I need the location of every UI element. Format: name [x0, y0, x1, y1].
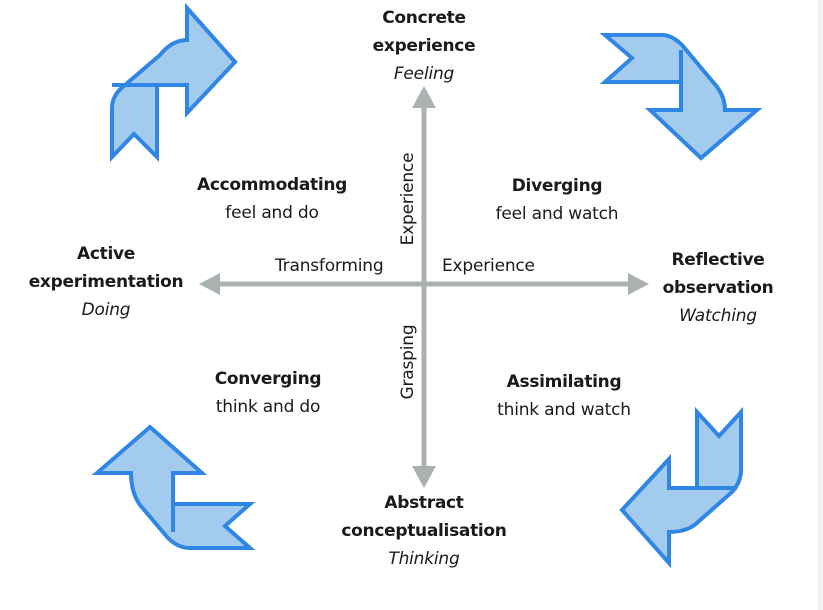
style-name: Converging	[214, 369, 322, 389]
pole-right-title-1: Reflective	[671, 250, 765, 270]
axis-arrowhead-right	[628, 273, 649, 295]
style-desc: feel and do	[225, 203, 319, 223]
style-name: Accommodating	[196, 175, 348, 195]
axis-arrowhead-up	[412, 86, 436, 108]
axis-arrowhead-left	[199, 273, 220, 295]
style-diverging: Diverging feel and watch	[496, 173, 619, 227]
pole-top-title-1: Concrete	[382, 8, 466, 28]
pole-top-mode: Feeling	[393, 64, 455, 84]
pole-left-title-2: experimentation	[28, 272, 184, 292]
axis-label-transforming: Transforming	[275, 256, 384, 276]
axis-arrowhead-down	[412, 466, 436, 488]
axes	[199, 86, 649, 488]
style-assimilating: Assimilating think and watch	[497, 369, 631, 423]
pole-top-title-2: experience	[372, 36, 476, 56]
pole-bottom-title-1: Abstract	[384, 493, 464, 513]
axis-label-experience-vertical: Experience	[398, 152, 418, 246]
style-converging: Converging think and do	[215, 366, 322, 420]
pole-bottom-title-2: conceptualisation	[341, 521, 507, 541]
axis-label-grasping: Grasping	[398, 324, 418, 400]
style-name: Diverging	[511, 176, 603, 196]
pole-bottom-mode: Thinking	[388, 549, 460, 569]
pole-left-title-1: Active	[77, 244, 135, 264]
pole-right: Reflective observation Watching	[663, 247, 774, 329]
style-accommodating: Accommodating feel and do	[197, 172, 347, 226]
axis-label-experience-horizontal: Experience	[442, 256, 535, 276]
pole-top: Concrete experience Feeling	[373, 5, 476, 87]
curved-arrow-right-icon	[110, 2, 238, 162]
style-desc: feel and watch	[495, 204, 619, 224]
pole-bottom: Abstract conceptualisation Thinking	[341, 490, 507, 572]
style-name: Assimilating	[506, 372, 622, 392]
curved-arrow-up-icon	[91, 424, 256, 550]
style-desc: think and watch	[497, 400, 631, 420]
pole-right-title-2: observation	[662, 278, 774, 298]
style-desc: think and do	[215, 397, 321, 417]
curved-arrow-left-icon	[619, 406, 743, 569]
scrollbar-track[interactable]	[818, 0, 823, 610]
pole-right-mode: Watching	[679, 306, 757, 326]
curved-arrow-down-icon	[599, 33, 763, 161]
pole-left: Active experimentation Doing	[29, 241, 184, 323]
pole-left-mode: Doing	[81, 300, 131, 320]
